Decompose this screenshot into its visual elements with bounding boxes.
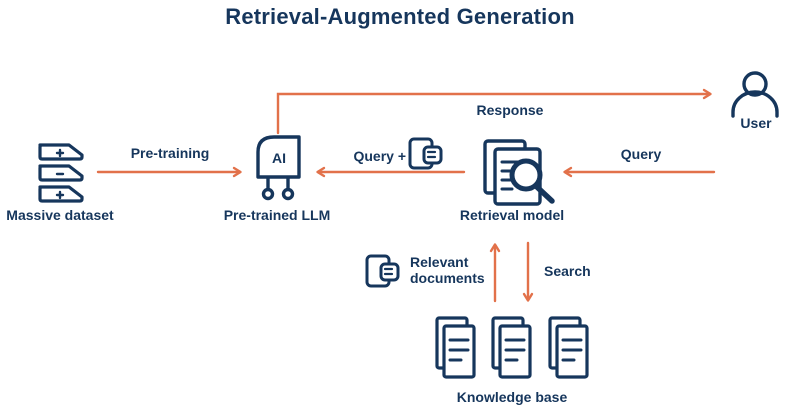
query-label: Query [620,146,662,162]
database-icon [38,143,84,203]
document-search-icon [483,139,555,206]
retrieval-model-label: Retrieval model [459,207,565,223]
massive-dataset-label: Massive dataset [6,207,114,223]
response-arrow [276,88,712,135]
knowledge-base-label: Knowledge base [456,389,568,405]
user-label: User [740,115,772,131]
query-plus-label: Query + [353,148,406,164]
relevant-documents-label: Relevant documents [410,254,485,287]
knowledge-doc-2 [491,316,532,379]
ai-chip-icon [256,135,301,201]
knowledge-doc-3 [548,316,589,379]
relevant-document-icon [365,254,400,288]
ai-chip-label: AI [272,150,286,166]
knowledge-doc-1 [435,316,476,379]
response-label: Response [476,102,544,118]
page-title: Retrieval-Augmented Generation [225,4,575,29]
document-stack-icon [435,316,589,379]
pre-trained-llm-label: Pre-trained LLM [223,207,331,223]
query-document-icon [408,137,443,170]
person-icon [731,71,779,118]
pre-training-label: Pre-training [130,145,210,161]
search-label: Search [544,263,591,279]
